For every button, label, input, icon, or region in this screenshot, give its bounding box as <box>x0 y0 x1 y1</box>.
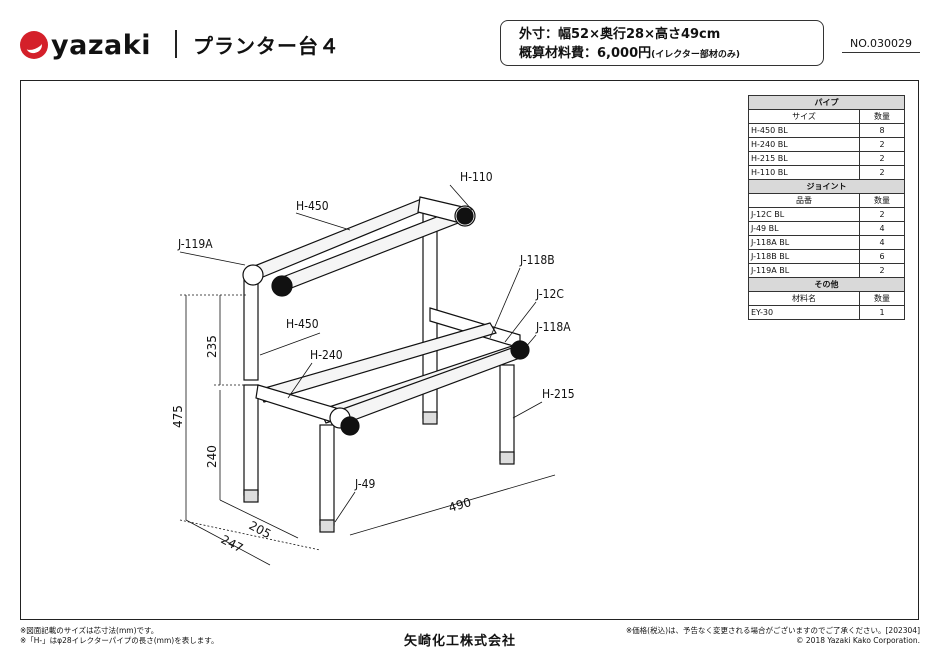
part-quantity: 6 <box>859 249 905 264</box>
label-h215: H-215 <box>542 387 575 401</box>
copyright: © 2018 Yazaki Kako Corporation. <box>796 636 920 645</box>
pipe-column-header: サイズ数量 <box>748 109 905 124</box>
part-name: H-215 BL <box>748 151 860 166</box>
label-j49: J-49 <box>354 477 376 491</box>
front-left-post-upper <box>243 279 259 381</box>
other-col2-header: 数量 <box>859 291 905 306</box>
cost-line: 概算材料費：6,000円(イレクター部材のみ) <box>519 44 823 65</box>
structure <box>242 196 530 533</box>
back-right-cap <box>510 340 530 360</box>
foot-front-left <box>243 489 259 503</box>
label-j119a: J-119A <box>177 237 213 251</box>
label-j118b: J-118B <box>519 253 555 267</box>
part-quantity: 1 <box>859 305 905 320</box>
footer-right: ※価格(税込)は、予告なく変更される場合がございますのでご了承ください。[202… <box>626 626 920 646</box>
note-pipe: ※「H-」はφ28イレクターパイプの長さ(mm)を表します。 <box>20 636 219 645</box>
part-name: H-450 BL <box>748 123 860 138</box>
outer-dimensions: 外寸：幅52×奥行28×高さ49cm <box>519 27 721 42</box>
assembly-drawing: H-110 H-450 J-119A J-118B J-12C J-118A H… <box>171 170 575 566</box>
joint-col2-header: 数量 <box>859 193 905 208</box>
part-quantity: 8 <box>859 123 905 138</box>
cost-note: (イレクター部材のみ) <box>651 50 740 60</box>
part-name: J-49 BL <box>748 221 860 236</box>
label-h240: H-240 <box>310 348 343 362</box>
label-h450-top: H-450 <box>296 199 329 213</box>
dim-235: 235 <box>205 335 219 358</box>
part-name: J-119A BL <box>748 263 860 278</box>
joint-col1-header: 品番 <box>748 193 860 208</box>
pipe-col2-header: 数量 <box>859 109 905 124</box>
dim-475: 475 <box>171 405 185 428</box>
part-quantity: 4 <box>859 221 905 236</box>
drawing-frame <box>20 80 919 620</box>
part-name: H-240 BL <box>748 137 860 152</box>
part-quantity: 2 <box>859 151 905 166</box>
joint-section-title: ジョイント <box>748 179 905 194</box>
footer-notes: ※図面記載のサイズは芯寸法(mm)です。 ※「H-」はφ28イレクターパイプの長… <box>20 626 218 646</box>
dim-205: 205 <box>247 518 274 541</box>
top-left-joint-a <box>242 264 264 286</box>
company-name: 矢崎化工株式会社 <box>404 634 517 649</box>
part-name: EY-30 <box>748 305 860 320</box>
dim-490: 490 <box>447 495 473 515</box>
part-name: H-110 BL <box>748 165 860 180</box>
pipe-section-header: パイプ <box>748 95 905 110</box>
other-col1-header: 材料名 <box>748 291 860 306</box>
part-quantity: 2 <box>859 165 905 180</box>
leader-lines <box>179 184 543 523</box>
product-title: プランター台４ <box>193 34 340 58</box>
label-j12c: J-12C <box>535 287 564 301</box>
yazaki-logo: yazaki <box>20 28 151 62</box>
joint-column-header: 品番数量 <box>748 193 905 208</box>
product-number: NO.030029 <box>842 37 920 53</box>
part-quantity: 2 <box>859 207 905 222</box>
other-section-header: その他 <box>748 277 905 292</box>
top-right-cap <box>456 207 474 225</box>
part-quantity: 2 <box>859 263 905 278</box>
label-h110: H-110 <box>460 170 493 184</box>
label-j118a: J-118A <box>535 320 571 334</box>
pipe-section-title: パイプ <box>748 95 905 110</box>
other-section-title: その他 <box>748 277 905 292</box>
part-quantity: 2 <box>859 137 905 152</box>
label-h450-mid: H-450 <box>286 317 319 331</box>
joint-section-header: ジョイント <box>748 179 905 194</box>
foot-back-right <box>499 451 515 465</box>
price-note: ※価格(税込)は、予告なく変更される場合がございますのでご了承ください。[202… <box>625 626 920 635</box>
front-left-post-lower <box>243 384 259 496</box>
foot-front-right <box>319 519 335 533</box>
part-name: J-12C BL <box>748 207 860 222</box>
front-right-post <box>319 424 335 526</box>
yazaki-logo-icon <box>20 31 48 59</box>
part-quantity: 4 <box>859 235 905 250</box>
note-dimensions: ※図面記載のサイズは芯寸法(mm)です。 <box>20 626 159 635</box>
material-cost: 概算材料費：6,000円 <box>519 46 652 61</box>
part-name: J-118B BL <box>748 249 860 264</box>
front-right-cap <box>340 416 360 436</box>
pipe-col1-header: サイズ <box>748 109 860 124</box>
back-right-post <box>499 364 515 461</box>
other-column-header: 材料名数量 <box>748 291 905 306</box>
top-left-cap <box>271 275 293 297</box>
foot-back-left <box>422 411 438 425</box>
dimension-lines <box>179 294 556 566</box>
dim-240: 240 <box>205 445 219 468</box>
header-divider <box>175 30 177 58</box>
brand-name: yazaki <box>51 29 151 61</box>
dim-247: 247 <box>219 532 246 555</box>
spec-box: 外寸：幅52×奥行28×高さ49cm 概算材料費：6,000円(イレクター部材の… <box>500 20 824 66</box>
part-name: J-118A BL <box>748 235 860 250</box>
